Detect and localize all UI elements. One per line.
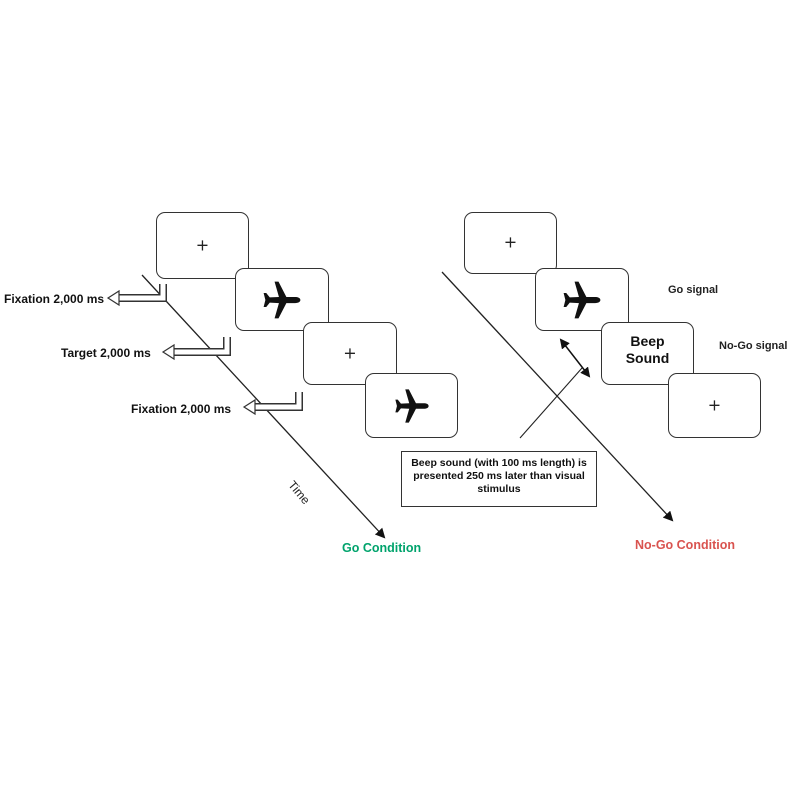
nogo-condition-title: No-Go Condition <box>635 538 735 552</box>
nogo-fixation-frame-2: + <box>668 373 761 438</box>
fixation-cross: + <box>503 232 518 252</box>
airplane-icon <box>263 281 301 318</box>
go-condition-title: Go Condition <box>342 541 422 555</box>
fixation-cross: + <box>707 395 722 415</box>
beep-line-2: Sound <box>625 350 670 366</box>
fixation-2-label: Fixation 2,000 ms <box>131 402 232 416</box>
fixation-cross: + <box>195 235 210 255</box>
airplane-icon <box>394 388 429 423</box>
go-target-frame <box>235 268 329 331</box>
fixation-cross: + <box>343 343 357 363</box>
note-pointer-line <box>519 367 583 439</box>
go-fixation-frame-1: + <box>156 212 249 279</box>
nogo-fixation-frame-1: + <box>464 212 557 274</box>
beep-timing-note: Beep sound (with 100 ms length) is prese… <box>401 451 597 507</box>
fixation-1-label: Fixation 2,000 ms <box>4 292 105 306</box>
nogo-target-frame <box>535 268 629 331</box>
nogo-beep-frame: Beep Sound <box>601 322 694 385</box>
delay-double-arrow <box>559 338 591 378</box>
beep-sound-text: Beep Sound <box>602 333 693 367</box>
target-label: Target 2,000 ms <box>61 346 151 360</box>
airplane-icon <box>563 281 601 318</box>
target-arrow <box>161 337 231 361</box>
beep-line-1: Beep <box>630 333 665 349</box>
nogo-signal-label: No-Go signal <box>719 340 788 352</box>
go-signal-label: Go signal <box>668 284 719 296</box>
fixation-1-arrow <box>106 284 167 307</box>
fixation-2-arrow <box>242 392 303 416</box>
go-target-frame-2 <box>365 373 458 438</box>
